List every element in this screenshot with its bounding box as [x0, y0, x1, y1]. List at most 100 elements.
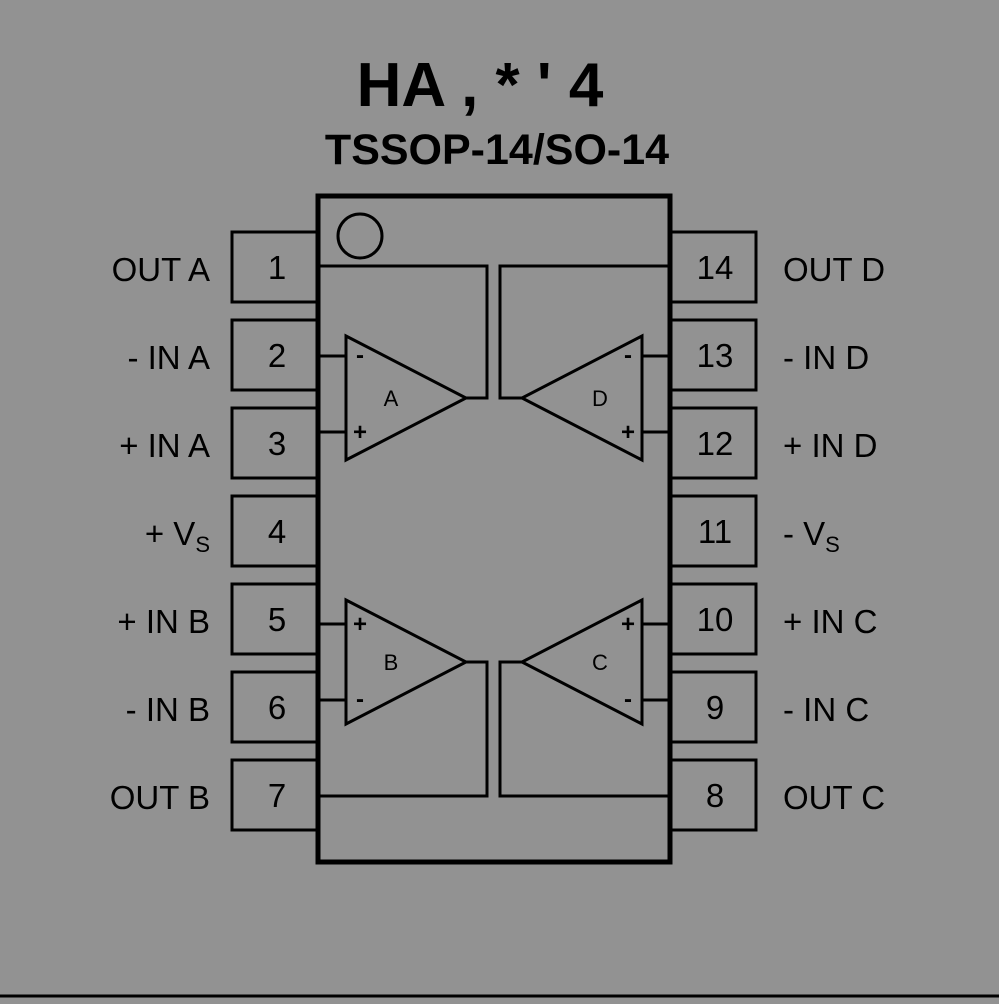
- amplifier-c-bottom-sign: -: [624, 686, 632, 713]
- pin-7: 7 OUT B: [110, 758, 320, 832]
- pin-number: 8: [706, 777, 724, 814]
- pin-number: 7: [268, 777, 286, 814]
- pin-label: - IN C: [783, 691, 869, 728]
- pin-number: 3: [268, 425, 286, 462]
- pin-label: OUT A: [112, 251, 210, 288]
- pin-label: + IN A: [119, 427, 210, 464]
- pin-box: [230, 406, 320, 480]
- pin-13: 13 - IN D: [668, 318, 869, 392]
- amplifier-c: + - C: [518, 597, 644, 727]
- pin-number: 12: [697, 425, 734, 462]
- pin-number: 11: [698, 513, 732, 550]
- pin-box: [668, 758, 758, 832]
- pin-4: 4 + VS: [145, 494, 320, 568]
- pin-label-text: + IN A: [119, 427, 210, 464]
- pin-14: 14 OUT D: [668, 230, 885, 304]
- pin-number: 6: [268, 689, 286, 726]
- out-c-wire: [498, 660, 670, 798]
- amplifier-a-top-sign: -: [356, 342, 364, 369]
- pin-6: 6 - IN B: [126, 670, 320, 744]
- pin-label: OUT B: [110, 779, 210, 816]
- pin-12: 12 + IN D: [668, 406, 877, 480]
- pin-label-text: - IN B: [126, 691, 210, 728]
- output-wiring: [318, 264, 670, 798]
- amplifier-c-triangle: [518, 597, 644, 727]
- amplifier-c-label: C: [592, 650, 608, 675]
- pin-label-text: - IN A: [127, 339, 210, 376]
- pin-number: 2: [268, 337, 286, 374]
- pin-number: 4: [268, 513, 286, 550]
- pin-box: [668, 406, 758, 480]
- pin-9: 9 - IN C: [668, 670, 869, 744]
- pin-label: + IN D: [783, 427, 877, 464]
- amplifier-a-bottom-sign: +: [353, 419, 367, 446]
- package-name: TSSOP-14/SO-14: [325, 126, 669, 174]
- pin-label-subscript: S: [825, 532, 840, 557]
- amplifier-b-triangle: [344, 597, 470, 727]
- input-wiring: [318, 354, 670, 702]
- pin-label-text: + IN D: [783, 427, 877, 464]
- amplifier-b-label: B: [384, 650, 399, 675]
- pin-box: [230, 230, 320, 304]
- pin-number: 5: [268, 601, 286, 638]
- pin-label: + IN B: [117, 603, 210, 640]
- pin-box: [668, 494, 758, 568]
- pin-box: [668, 230, 758, 304]
- pin-box: [230, 582, 320, 656]
- pin-label-text: OUT A: [112, 251, 210, 288]
- pin-label: - VS: [783, 515, 840, 557]
- pin-label-text: - V: [783, 515, 825, 552]
- pin-box: [230, 494, 320, 568]
- pin-label-text: OUT B: [110, 779, 210, 816]
- pin-label-text: OUT D: [783, 251, 885, 288]
- amplifier-a-label: A: [384, 386, 399, 411]
- pin-number: 1: [268, 249, 286, 286]
- pin-label: + IN C: [783, 603, 877, 640]
- pin-number: 14: [697, 249, 734, 286]
- amplifier-d: - + D: [518, 333, 644, 463]
- amplifier-b-top-sign: +: [353, 611, 367, 638]
- amplifier-a: - + A: [344, 333, 470, 463]
- pin-10: 10 + IN C: [668, 582, 877, 656]
- pin-label-text: - IN D: [783, 339, 869, 376]
- pin-label-text: + V: [145, 515, 195, 552]
- pin-box: [230, 318, 320, 392]
- pin-label: - IN D: [783, 339, 869, 376]
- amplifier-b-bottom-sign: -: [356, 686, 364, 713]
- pin-2: 2 - IN A: [127, 318, 320, 392]
- pin-label: - IN A: [127, 339, 210, 376]
- out-b-wire: [318, 660, 489, 798]
- pin-1: 1 OUT A: [112, 230, 320, 304]
- amplifier-d-top-sign: -: [624, 342, 632, 369]
- pin-label-text: + IN C: [783, 603, 877, 640]
- pin-box: [230, 670, 320, 744]
- pin-box: [668, 318, 758, 392]
- pin-label-text: + IN B: [117, 603, 210, 640]
- pin-box: [668, 582, 758, 656]
- pin-label: - IN B: [126, 691, 210, 728]
- pin-label: OUT D: [783, 251, 885, 288]
- pin-box: [230, 758, 320, 832]
- pin-3: 3 + IN A: [119, 406, 320, 480]
- out-d-wire: [498, 264, 670, 400]
- pin-label-text: OUT C: [783, 779, 885, 816]
- pin-number: 13: [697, 337, 734, 374]
- chip-body: [315, 193, 673, 865]
- pin-number: 10: [697, 601, 734, 638]
- pin-label: OUT C: [783, 779, 885, 816]
- amplifier-b: + - B: [344, 597, 470, 727]
- pin-11: 11 - VS: [668, 494, 840, 568]
- pin-label-text: - IN C: [783, 691, 869, 728]
- amplifier-d-label: D: [592, 386, 608, 411]
- amplifier-a-triangle: [344, 333, 470, 463]
- pin-label-subscript: S: [195, 532, 210, 557]
- pin-label: + VS: [145, 515, 210, 557]
- pin-box: [668, 670, 758, 744]
- pin-number: 9: [706, 689, 724, 726]
- amplifier-d-bottom-sign: +: [621, 419, 635, 446]
- amplifier-c-top-sign: +: [621, 611, 635, 638]
- pin-8: 8 OUT C: [668, 758, 885, 832]
